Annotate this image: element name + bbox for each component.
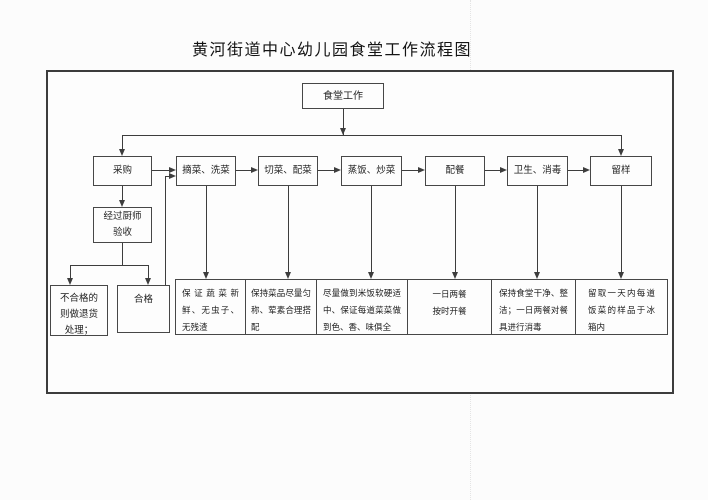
node-step-hygiene: 卫生、消毒 — [507, 156, 568, 186]
node-label: 卫生、消毒 — [513, 165, 562, 176]
arrowhead-step5-icon — [418, 167, 425, 173]
node-label: 配餐 — [445, 165, 465, 176]
connector-split-fail — [70, 265, 71, 278]
note-vegetables-fresh: 保证蔬菜新鲜、无虫子、无残渣 — [175, 279, 246, 335]
connector-purchase-inspection — [122, 186, 123, 200]
node-step-pick-wash: 摘菜、洗菜 — [176, 156, 236, 186]
node-label: 蒸饭、炒菜 — [347, 165, 396, 176]
connector-pass-return-horizontal — [165, 176, 170, 177]
node-label: 合格 — [133, 295, 153, 305]
note-keep-samples: 留取一天内每道饭菜的样品于冰箱内 — [575, 279, 668, 335]
node-step-serve: 配餐 — [425, 156, 485, 186]
note-label: 留取一天内每道饭菜的样品于冰箱内 — [588, 288, 655, 332]
connector-step7-note — [621, 186, 622, 272]
note-label: 一日两餐按时开餐 — [432, 289, 467, 316]
note-label: 保证蔬菜新鲜、无虫子、无残渣 — [182, 288, 239, 332]
note-clean-disinfect: 保持食堂干净、整洁；一日两餐对餐具进行消毒 — [491, 279, 576, 335]
connector-inspection-split — [122, 243, 123, 265]
arrowhead-step6-icon — [500, 167, 507, 173]
node-step-sample: 留样 — [590, 156, 652, 186]
connector-step5-note — [455, 186, 456, 272]
connector-step2-note — [206, 186, 207, 272]
connector-step3-note — [288, 186, 289, 272]
node-step-purchase: 采购 — [93, 156, 152, 186]
connector-pass-return-vertical — [165, 176, 166, 285]
arrowhead-step7-icon — [583, 167, 590, 173]
connector-step5-step6 — [485, 170, 500, 171]
node-label: 切菜、配菜 — [264, 165, 312, 176]
node-outcome-fail: 不合格的则做退货处理； — [50, 285, 108, 336]
arrowhead-note1-icon — [203, 272, 209, 279]
connector-step3-step4 — [318, 170, 334, 171]
arrowhead-note6-icon — [618, 272, 624, 279]
node-label: 不合格的则做退货处理； — [59, 294, 98, 337]
arrowhead-into-sample-icon — [618, 149, 624, 156]
page-title: 黄河街道中心幼儿园食堂工作流程图 — [191, 42, 472, 59]
node-label: 采购 — [112, 165, 132, 176]
connector-step4-note — [371, 186, 372, 272]
connector-step4-step5 — [402, 170, 418, 171]
node-label: 摘菜、洗菜 — [182, 165, 230, 176]
note-balanced-dishes: 保持菜品尽量匀称、荤素合理搭配 — [245, 279, 317, 335]
connector-root-horizontal — [122, 135, 621, 136]
note-meals-on-time: 一日两餐按时开餐 — [407, 279, 492, 335]
arrowhead-inspection-icon — [119, 200, 125, 207]
arrowhead-into-purchase-icon — [119, 149, 125, 156]
connector-step2-step3 — [236, 170, 251, 171]
arrowhead-pass-return-icon — [169, 173, 176, 179]
arrowhead-note4-icon — [452, 272, 458, 279]
connector-step6-note — [537, 186, 538, 272]
connector-drop-left — [122, 135, 123, 150]
arrowhead-pass-icon — [145, 278, 151, 285]
node-label: 经过厨师验收 — [103, 211, 142, 238]
node-step-cook: 蒸饭、炒菜 — [341, 156, 402, 186]
node-chef-inspection: 经过厨师验收 — [93, 207, 152, 243]
arrowhead-note5-icon — [534, 272, 540, 279]
connector-drop-right — [621, 135, 622, 150]
node-label: 食堂工作 — [323, 90, 363, 102]
connector-split-horizontal — [70, 265, 149, 266]
connector-split-pass — [148, 265, 149, 278]
node-outcome-pass: 合格 — [117, 285, 170, 333]
arrowhead-fail-icon — [67, 278, 73, 285]
node-canteen-work: 食堂工作 — [302, 83, 384, 109]
note-label: 尽量做到米饭软硬适中、保证每道菜菜做到色、香、味俱全 — [323, 288, 401, 332]
arrowhead-step2-icon — [169, 167, 176, 173]
arrowhead-step3-icon — [251, 167, 258, 173]
arrowhead-note2-icon — [285, 272, 291, 279]
arrowhead-root-down-icon — [340, 128, 346, 135]
note-rice-quality: 尽量做到米饭软硬适中、保证每道菜菜做到色、香、味俱全 — [316, 279, 408, 335]
connector-step1-step2 — [152, 170, 169, 171]
note-label: 保持菜品尽量匀称、荤素合理搭配 — [251, 288, 311, 332]
note-label: 保持食堂干净、整洁；一日两餐对餐具进行消毒 — [499, 288, 568, 332]
node-step-cut-prepare: 切菜、配菜 — [258, 156, 318, 186]
node-label: 留样 — [611, 165, 631, 176]
arrowhead-note3-icon — [368, 272, 374, 279]
arrowhead-step4-icon — [334, 167, 341, 173]
connector-step6-step7 — [568, 170, 583, 171]
connector-root-vertical — [343, 109, 344, 135]
